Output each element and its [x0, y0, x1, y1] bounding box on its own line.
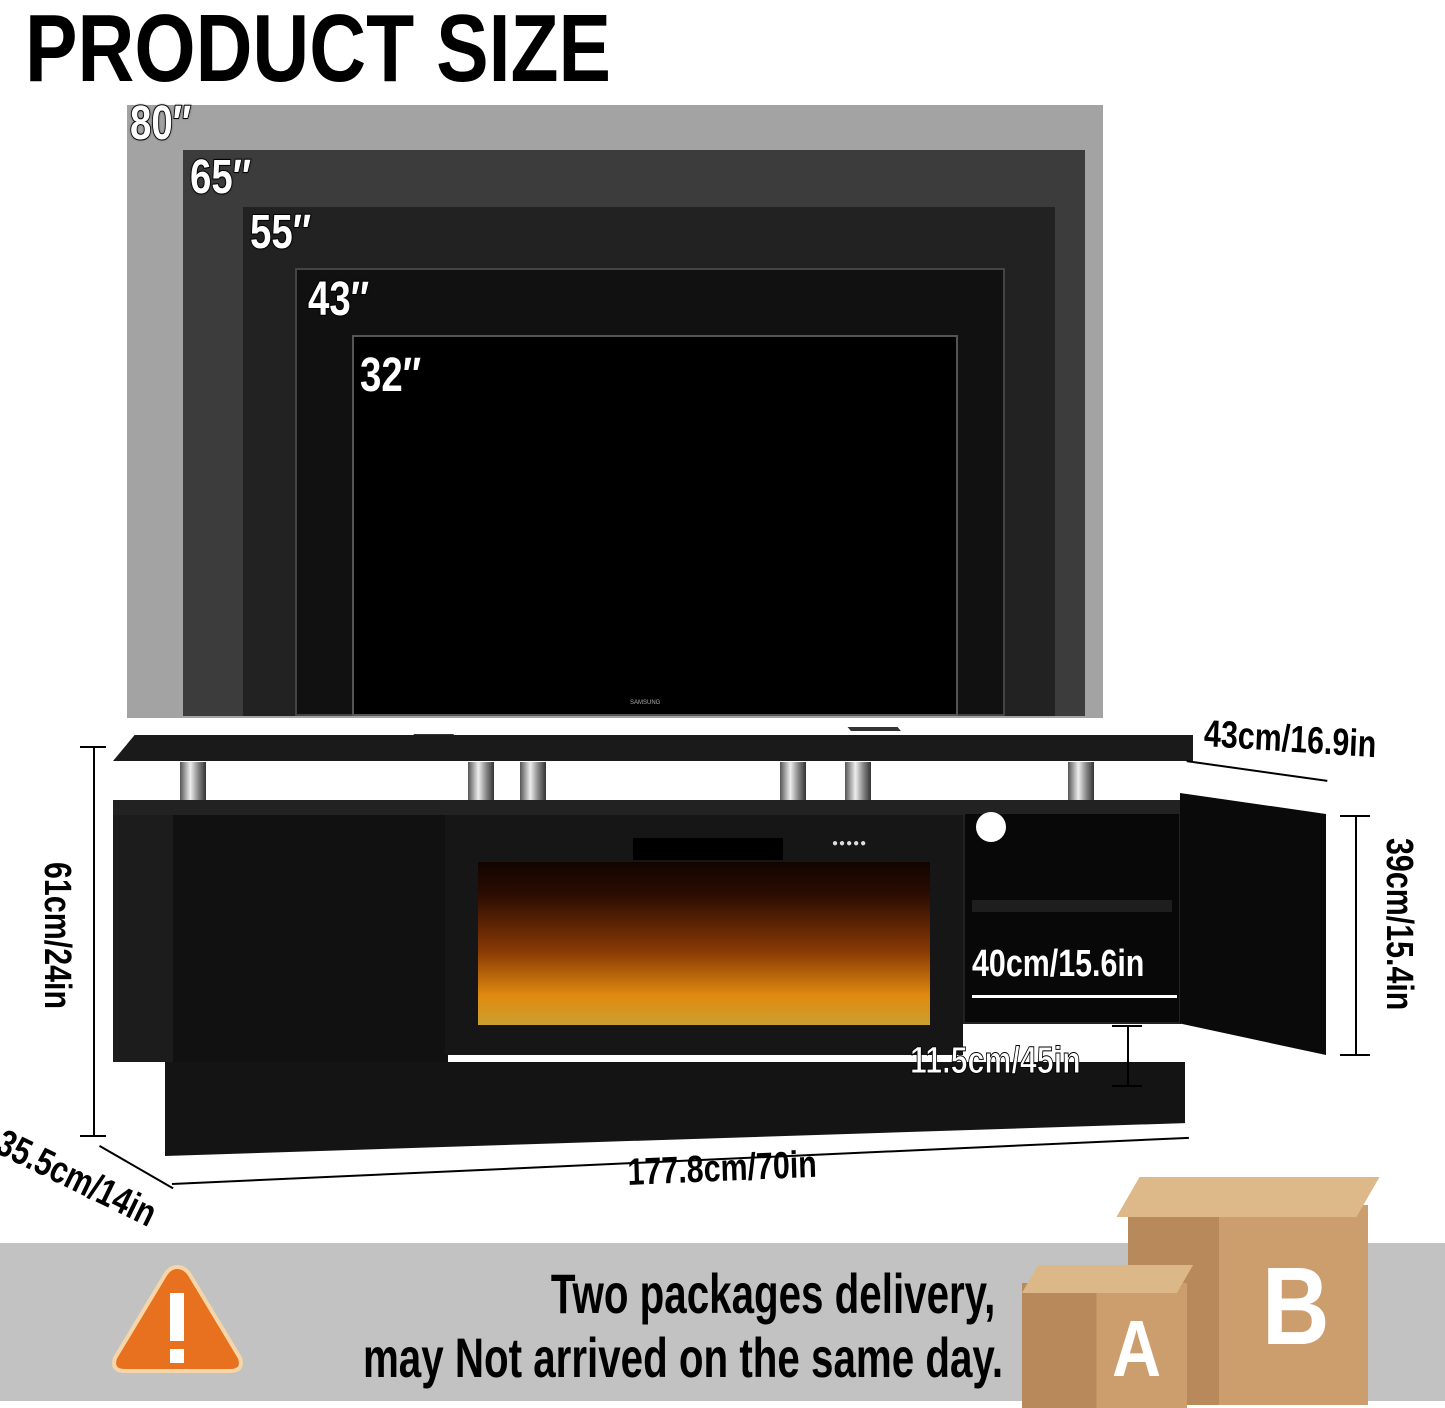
- tv-label-43: 43″: [307, 272, 370, 327]
- right-cabinet-open: [963, 812, 1181, 1024]
- left-cabinet: [113, 815, 448, 1062]
- banner-line-2: may Not arrived on the same day.: [362, 1326, 1003, 1389]
- tv-32: [352, 335, 958, 716]
- top-shelf: [113, 735, 1193, 761]
- warning-icon: [112, 1264, 243, 1373]
- tv-label-65: 65″: [189, 150, 252, 205]
- cabinet-height-tick: [1340, 1054, 1370, 1056]
- cabinet-height-label: 39cm/15.4in: [1378, 838, 1420, 1011]
- cabinet-height-line: [1355, 815, 1357, 1055]
- total-width-label: 177.8cm/70in: [627, 1143, 818, 1194]
- delivery-banner: Two packages delivery, may Not arrived o…: [0, 1177, 1445, 1408]
- base-height-tick: [1112, 1085, 1142, 1087]
- height-tick: [80, 1135, 106, 1137]
- tv-stand-foot: [410, 716, 470, 738]
- base-height-line: [1127, 1025, 1129, 1085]
- shelf-depth-line: [1186, 760, 1328, 782]
- fireplace-controls: ●●●●●: [832, 838, 868, 849]
- cable-hole: [976, 812, 1006, 842]
- cabinet-width-line: [972, 995, 1177, 998]
- height-line: [93, 746, 95, 1136]
- cabinet-door: [1180, 793, 1326, 1055]
- fireplace-vent: [633, 838, 783, 860]
- height-tick: [80, 746, 106, 748]
- tv-label-80: 80″: [129, 96, 192, 151]
- tv-label-32: 32″: [359, 348, 422, 403]
- base-height-tick: [1112, 1025, 1142, 1027]
- box-b-label: B: [1262, 1245, 1330, 1368]
- tv-label-55: 55″: [249, 205, 312, 260]
- box-a-label: A: [1112, 1304, 1162, 1393]
- inner-shelf: [972, 900, 1172, 912]
- page-title: PRODUCT SIZE: [25, 0, 612, 102]
- leg: [1068, 762, 1094, 800]
- box-a-top: [1021, 1265, 1194, 1293]
- tv-brand: SAMSUNG: [630, 700, 661, 706]
- cabinet-height-tick: [1340, 815, 1370, 817]
- banner-line-1: Two packages delivery,: [550, 1262, 995, 1325]
- shelf-depth-label: 43cm/16.9in: [1203, 713, 1378, 767]
- base-height-label: 11.5cm/45in: [910, 1040, 1082, 1083]
- cabinet-top: [113, 800, 1183, 818]
- cabinet-width-label: 40cm/15.6in: [972, 943, 1145, 985]
- depth-label: 35.5cm/14in: [0, 1122, 163, 1236]
- flame-window: [478, 862, 930, 1025]
- box-b-top: [1116, 1177, 1380, 1217]
- total-height-label: 61cm/24in: [36, 862, 78, 1010]
- box-a: [1022, 1283, 1187, 1408]
